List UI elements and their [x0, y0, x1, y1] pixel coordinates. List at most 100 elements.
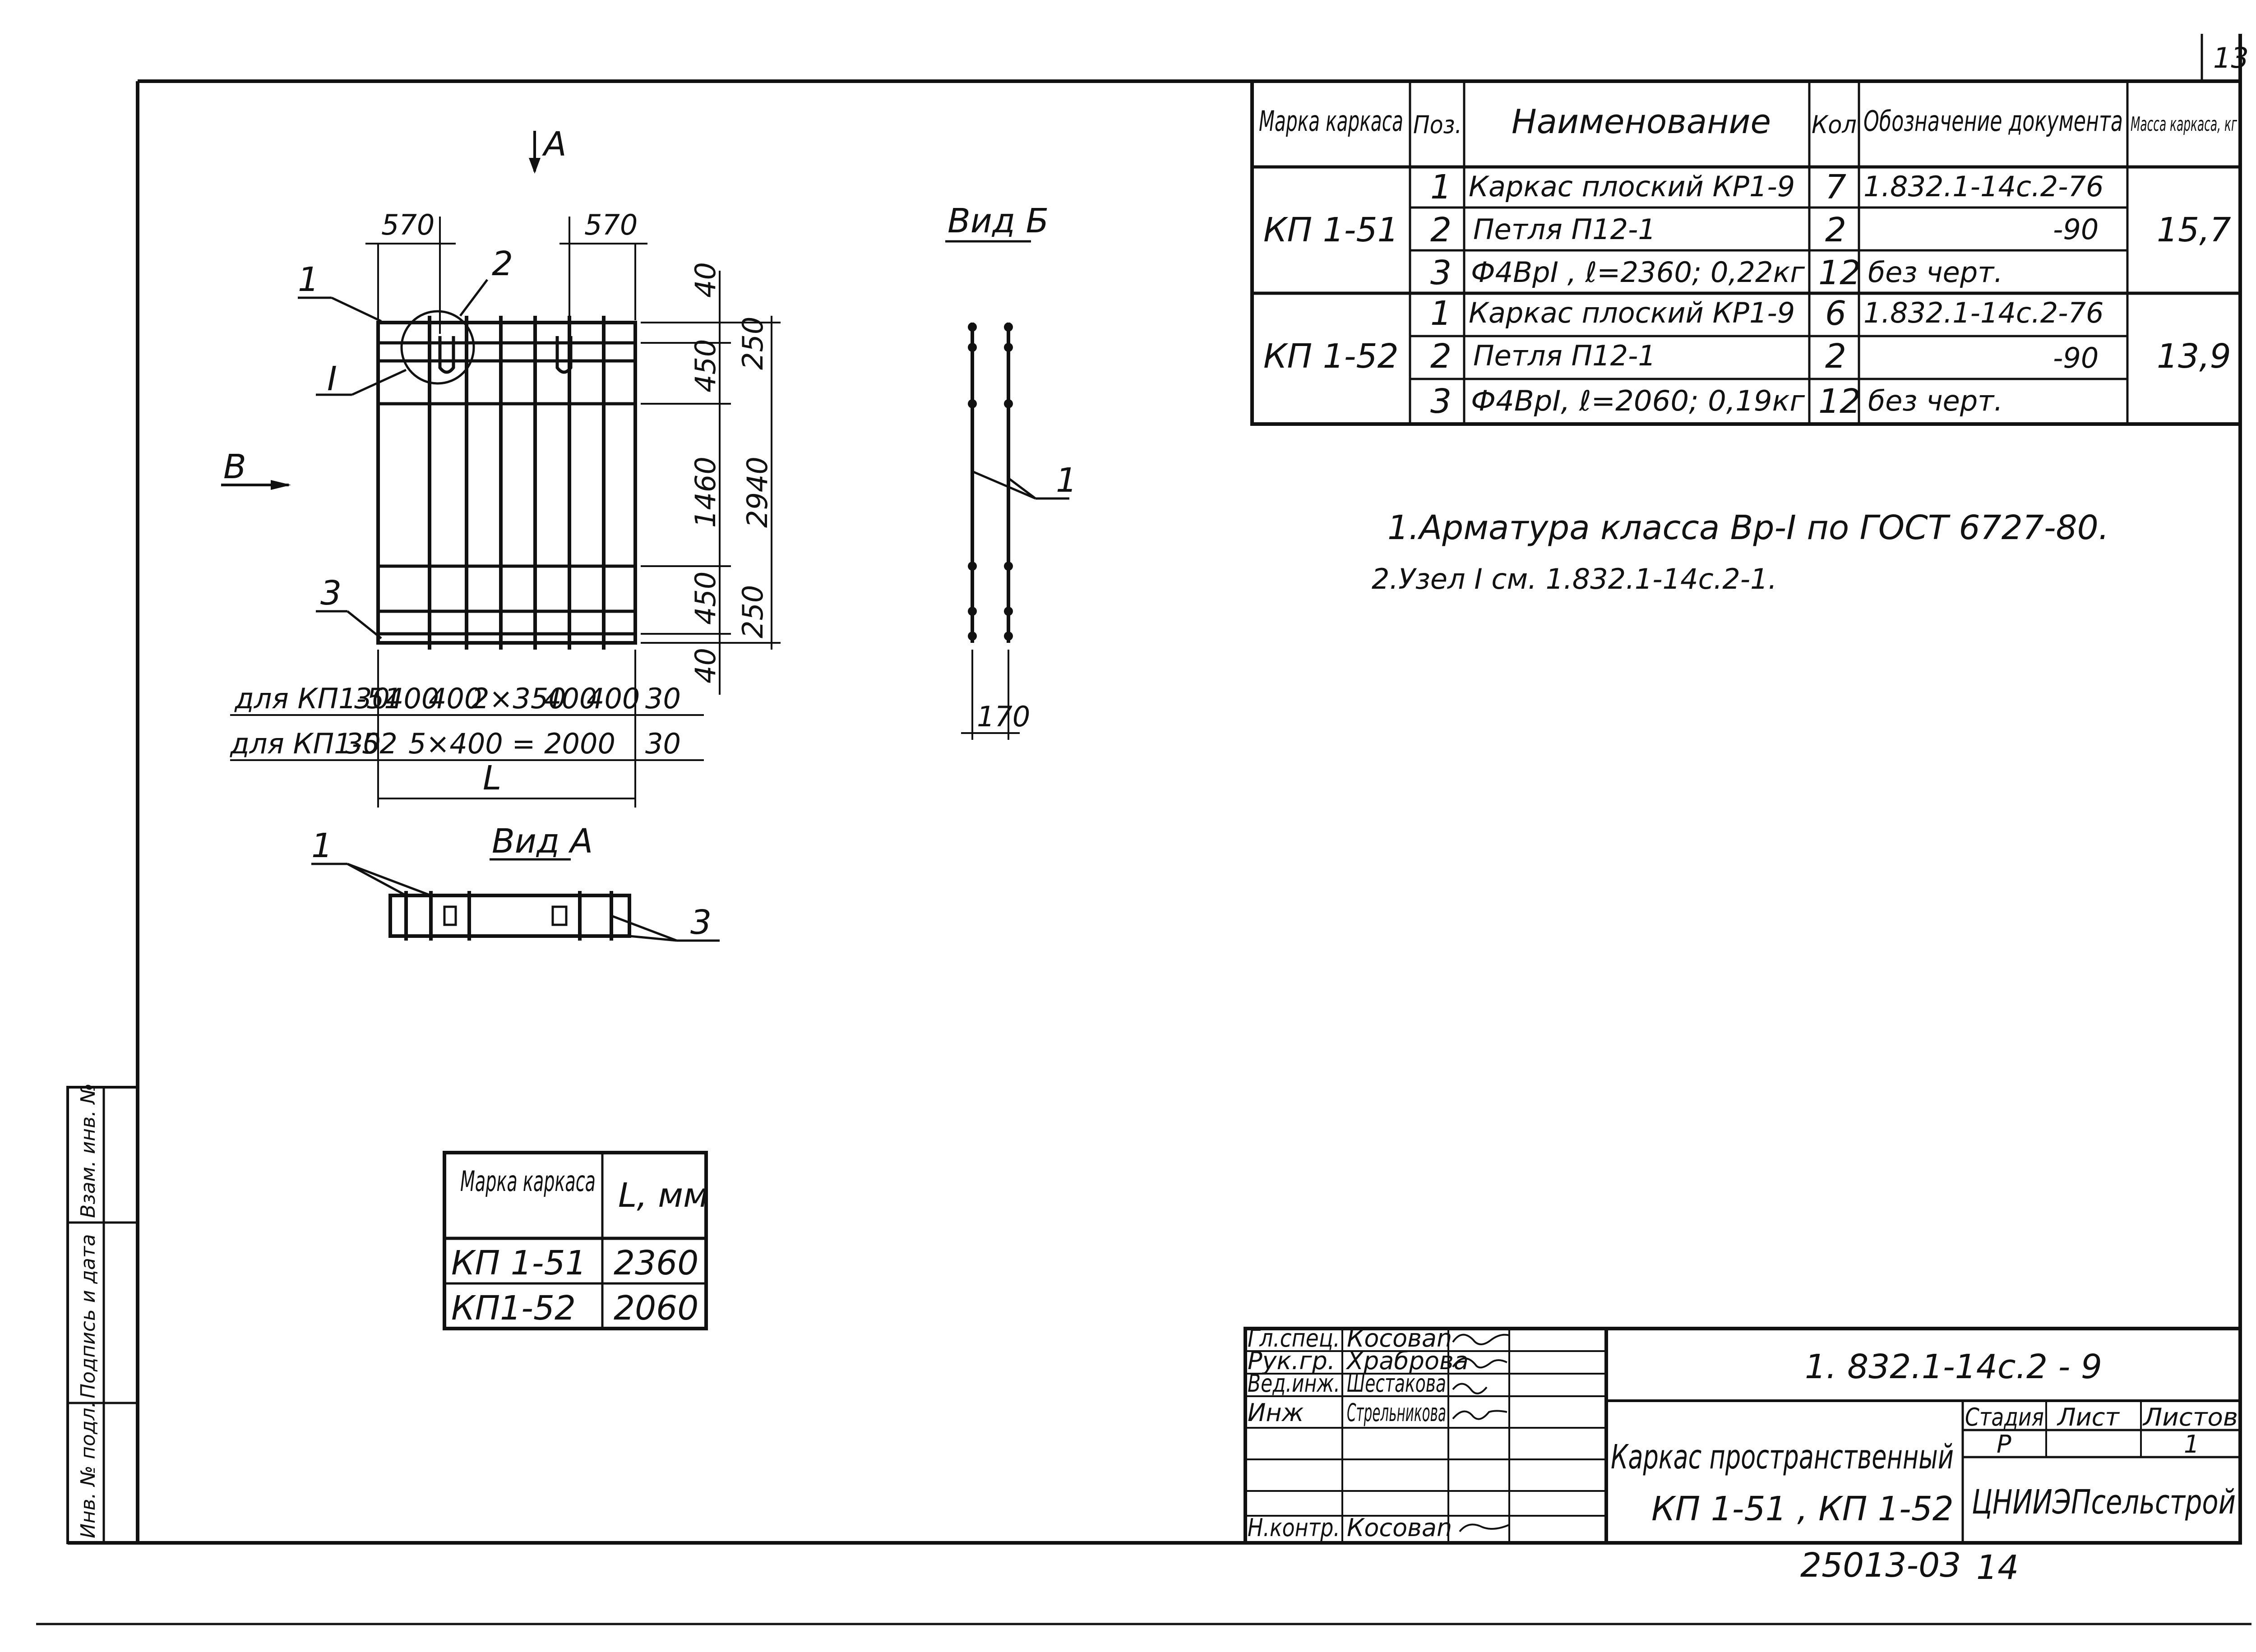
spec-g1-r3-doc: без черт. [1868, 256, 2003, 289]
sig-name-2: Храброва [1345, 1347, 1469, 1375]
spec-g1-r1-pos: 1 [1430, 168, 1452, 207]
dim-top-left: 570 [381, 208, 435, 241]
view-b-title: Вид Б [948, 202, 1049, 240]
stage-value: Р [1997, 1430, 2011, 1458]
archive-code: 25013-03 [1800, 1546, 1961, 1585]
row1-v3: 2×350 [472, 682, 566, 715]
spec-g2-r3-qty: 12 [1818, 382, 1861, 421]
cage-vertical-bars [428, 316, 606, 650]
sheets-header: Листов [2142, 1403, 2238, 1431]
length-r1-value: 2360 [614, 1244, 698, 1283]
sig-role-3: Вед.инж. [1248, 1369, 1340, 1398]
lifting-loop-right [555, 336, 573, 374]
row1-v1: 400 [386, 682, 439, 715]
dim-v-1460: 1460 [689, 457, 722, 528]
spec-g2-r2-pos: 2 [1430, 337, 1452, 376]
view-a-title: Вид А [492, 822, 593, 861]
row2-label: для КП1-52 [230, 727, 398, 760]
dim-v-2940: 2940 [741, 457, 774, 528]
dim-v-250-top: 250 [736, 317, 769, 370]
sig-role-1: Гл.спец. [1248, 1324, 1340, 1352]
lifting-loop-left [438, 336, 455, 374]
stamp-inv-podl: Инв. № подл. [77, 1401, 100, 1538]
length-header-mark: Марка каркаса [460, 1165, 596, 1198]
signature-marks [1452, 1334, 1510, 1532]
sig-name-4: Стрельникова [1347, 1398, 1446, 1427]
sig-role-2: Рук.гр. [1248, 1347, 1335, 1375]
spec-g1-r2-pos: 2 [1430, 211, 1452, 249]
plan-view: A B 1 [221, 125, 781, 808]
dim-top-right: 570 [584, 208, 638, 241]
view-b-pos-1: 1 [1056, 461, 1077, 500]
spec-table: Марка каркаса Поз. Наименование Кол Обоз… [1250, 79, 2242, 426]
view-a-pos-1: 1 [311, 826, 333, 865]
side-stamp: Инв. № подл. Подпись и дата Взам. инв. № [66, 1083, 139, 1544]
spec-g2-r1-doc: 1.832.1-14с.2-76 [1863, 296, 2103, 329]
view-a-pos-3: 3 [690, 903, 712, 942]
stamp-signature-date: Подпись и дата [77, 1234, 100, 1398]
sheets-value: 1 [2184, 1430, 2199, 1458]
sheet-header: Лист [2057, 1403, 2120, 1431]
cage-horizontal-bars [378, 341, 635, 636]
note-1: 1.Арматура класса Вр-I по ГОСТ 6727-80. [1387, 508, 2109, 547]
spec-g2-r3-name: Ф4ВрI, ℓ=2060; 0,19кг [1471, 384, 1805, 417]
spec-g1-r3-qty: 12 [1818, 254, 1861, 292]
spec-g2-r1-qty: 6 [1825, 294, 1846, 333]
spec-g1-mark: КП 1-51 [1263, 211, 1399, 249]
sig-name-5: Косоваn [1347, 1514, 1452, 1542]
length-r2-value: 2060 [614, 1289, 698, 1328]
spec-header-pos: Поз. [1413, 111, 1462, 139]
spec-g1-r1-doc: 1.832.1-14с.2-76 [1863, 170, 2103, 203]
spec-g1-r1-name: Каркас плоский КР1-9 [1469, 170, 1795, 203]
row2-v0: 30 [345, 727, 381, 760]
sig-role-5: Н.контр. [1248, 1514, 1340, 1542]
row2-v2: 30 [645, 727, 681, 760]
cage-outline [376, 321, 637, 645]
spec-g2-r3-pos: 3 [1430, 382, 1452, 421]
spec-g1-r3-name: Ф4ВрI , ℓ=2360; 0,22кг [1471, 256, 1805, 289]
sig-name-1: Косоваn [1347, 1324, 1452, 1352]
spec-header-name: Наименование [1512, 102, 1771, 141]
spec-g2-r1-pos: 1 [1430, 294, 1452, 333]
spec-g2-r2-doc: -90 [2053, 341, 2099, 374]
view-b: Вид Б 170 1 [945, 202, 1077, 740]
length-header-l: L, мм [618, 1176, 708, 1215]
length-r2-mark: КП1-52 [451, 1289, 576, 1328]
spec-g2-r3-doc: без черт. [1868, 384, 2003, 417]
spec-g2-r1-name: Каркас плоский КР1-9 [1469, 296, 1795, 329]
spec-header-mass: Масса каркаса, кг [2131, 113, 2237, 136]
spec-g1-r2-qty: 2 [1825, 211, 1846, 249]
plan-pos-1: 1 [298, 260, 319, 299]
sheet-number: 13 [2213, 42, 2249, 74]
stamp-vzam-inv: Взам. инв. № [77, 1083, 100, 1218]
dim-v-bot: 40 [689, 648, 722, 683]
spec-header-qty: Кол [1812, 111, 1857, 139]
length-letter: L [483, 759, 501, 798]
sig-name-3: Шестакова [1347, 1369, 1446, 1398]
dim-v-250-bot: 250 [736, 585, 769, 638]
row2-v1: 5×400 = 2000 [408, 727, 615, 760]
row1-v5: 400 [587, 682, 640, 715]
dim-v-450-bot: 450 [689, 572, 722, 625]
doc-code: 1. 832.1-14с.2 - 9 [1805, 1347, 2102, 1386]
row1-v4: 400 [544, 682, 597, 715]
sig-role-4: Инж [1248, 1398, 1304, 1427]
stage-header: Стадия [1965, 1403, 2044, 1431]
node-circle [400, 310, 475, 385]
title-line-1: Каркас пространственный [1611, 1438, 1954, 1477]
spec-g2-mark: КП 1-52 [1263, 337, 1399, 376]
length-table: Марка каркаса L, мм КП 1-51 2360 КП1-52 … [443, 1151, 708, 1330]
spec-header-doc: Обозначение документа [1863, 105, 2123, 138]
view-b-arrow-label: B [223, 448, 246, 486]
spec-g2-r2-qty: 2 [1825, 337, 1846, 376]
view-a: Вид А 1 3 [311, 822, 720, 942]
organization: ЦНИИЭПсельстрой [1972, 1483, 2236, 1522]
dim-v-top: 40 [689, 262, 722, 298]
dim-v-450-top: 450 [689, 339, 722, 392]
node-label: I [327, 360, 337, 398]
title-block: Гл.спец. Косоваn Рук.гр. Храброва Вед.ин… [1244, 1324, 2242, 1545]
plan-pos-3: 3 [320, 574, 342, 613]
length-r1-mark: КП 1-51 [451, 1244, 587, 1283]
spec-g1-r3-pos: 3 [1430, 254, 1452, 292]
